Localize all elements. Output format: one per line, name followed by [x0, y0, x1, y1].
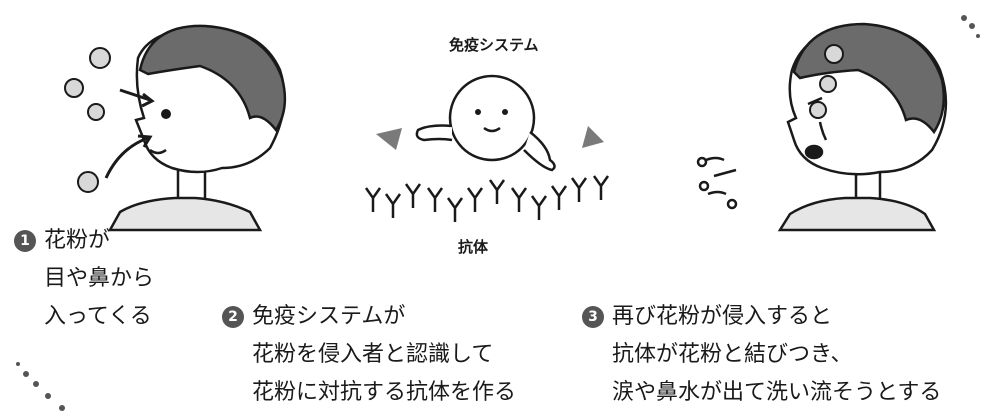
immune-system-mascot [415, 74, 556, 172]
decorative-dots-bottom-left [16, 362, 65, 411]
step-2-line-3: 花粉に対抗する抗体を作る [252, 380, 517, 405]
step-3-line-3: 涙や鼻水が出て洗い流そうとする [612, 380, 942, 405]
step-3-badge: 3 [582, 306, 604, 328]
person-1-figure [104, 24, 287, 232]
step-1: 1 花粉が 目や鼻から 入ってくる [14, 222, 154, 336]
pollen-group-1 [64, 47, 111, 193]
step-3-line-1: 再び花粉が侵入すると [612, 304, 833, 329]
step-2-badge: 2 [222, 306, 244, 328]
antibody-marks [364, 175, 610, 222]
step-2: 2 免疫システムが 花粉を侵入者と認識して 花粉に対抗する抗体を作る [222, 298, 516, 412]
step-3-line-2: 抗体が花粉と結びつき、 [612, 342, 853, 367]
pollen-group-3 [809, 44, 844, 119]
decorative-dots-top-right [961, 15, 980, 38]
person-3-figure [696, 22, 948, 232]
immune-system-label: 免疫システム [449, 36, 539, 54]
step-1-line-1: 花粉が [44, 228, 111, 253]
step-1-line-2: 目や鼻から [44, 266, 155, 291]
step-2-line-1: 免疫システムが [252, 304, 406, 329]
antibody-label: 抗体 [458, 238, 489, 256]
alert-triangles [376, 126, 604, 150]
step-3: 3 再び花粉が侵入すると 抗体が花粉と結びつき、 涙や鼻水が出て洗い流そうとする [582, 298, 941, 412]
step-2-line-2: 花粉を侵入者と認識して [252, 342, 494, 367]
step-1-line-3: 入ってくる [44, 304, 152, 329]
step-1-badge: 1 [14, 230, 36, 252]
